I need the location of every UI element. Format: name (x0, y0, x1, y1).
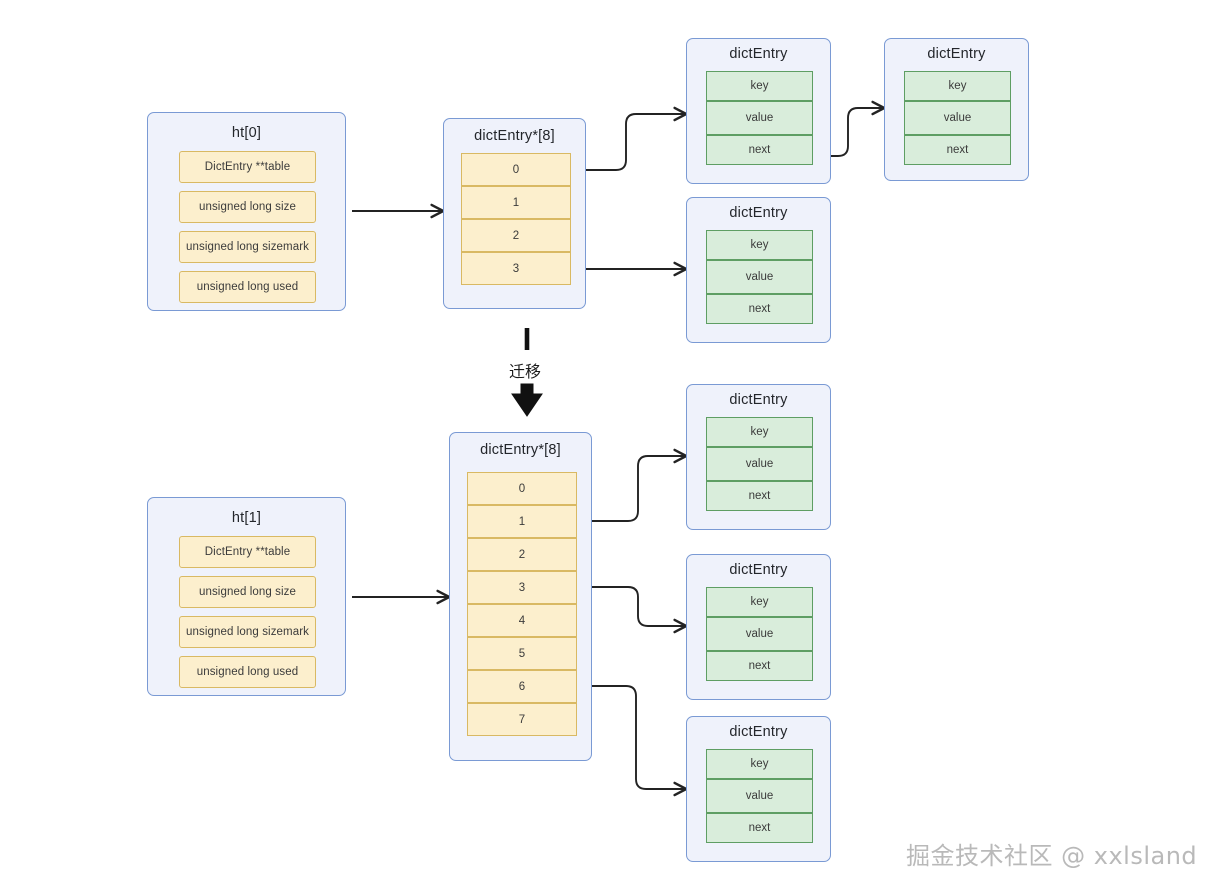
bucket-bottom-slot-7[interactable]: 7 (467, 703, 577, 736)
dict-entry-b3-key: key (706, 587, 813, 617)
hashtable-ht0-group: ht[0] DictEntry **table unsigned long si… (147, 112, 346, 311)
wire-bottom-slot1-to-entry-b1 (578, 448, 688, 522)
bucket-bottom-slot-2[interactable]: 2 (467, 538, 577, 571)
bucket-top-slot-2[interactable]: 2 (461, 219, 571, 252)
dict-entry-t3-key: key (706, 230, 813, 260)
dict-entry-b1-title: dictEntry (729, 392, 788, 408)
hashtable-ht1-title: ht[1] (231, 510, 262, 526)
bucket-array-top-group: dictEntry*[8] 0 1 2 3 (443, 118, 586, 309)
dict-entry-t0-a-group: dictEntry key value next (686, 38, 831, 184)
dict-entry-b6-key: key (706, 749, 813, 779)
dict-entry-t0-b-group: dictEntry key value next (884, 38, 1029, 181)
dict-entry-t0-b-key: key (904, 71, 1011, 101)
ht1-field-size: unsigned long size (179, 576, 316, 608)
wire-bottom-slot3-to-entry-b3 (578, 586, 688, 634)
bucket-array-bottom-group: dictEntry*[8] 0 1 2 3 4 5 6 7 (449, 432, 592, 761)
ht0-field-used: unsigned long used (179, 271, 316, 303)
dict-entry-t0-a-value: value (706, 101, 813, 135)
dict-entry-t3-group: dictEntry key value next (686, 197, 831, 343)
bucket-bottom-slot-3[interactable]: 3 (467, 571, 577, 604)
dict-entry-b1-group: dictEntry key value next (686, 384, 831, 530)
dict-entry-b6-title: dictEntry (729, 724, 788, 740)
bucket-array-bottom-title: dictEntry*[8] (480, 442, 561, 458)
dict-entry-t0-b-value: value (904, 101, 1011, 135)
bucket-bottom-slot-4[interactable]: 4 (467, 604, 577, 637)
ht0-field-sizemark: unsigned long sizemark (179, 231, 316, 263)
bucket-bottom-slot-5[interactable]: 5 (467, 637, 577, 670)
wire-bottom-slot6-to-entry-b6 (578, 685, 688, 797)
dict-entry-t3-next: next (706, 294, 813, 324)
ht1-field-table: DictEntry **table (179, 536, 316, 568)
watermark: 掘金技术社区 @ xxlsland (906, 842, 1198, 870)
bucket-array-top-title: dictEntry*[8] (474, 128, 555, 144)
dict-entry-b6-value: value (706, 779, 813, 813)
bucket-bottom-slot-0[interactable]: 0 (467, 472, 577, 505)
dict-entry-b3-title: dictEntry (729, 562, 788, 578)
dict-entry-b1-value: value (706, 447, 813, 481)
dict-entry-b3-group: dictEntry key value next (686, 554, 831, 700)
ht0-field-size: unsigned long size (179, 191, 316, 223)
ht1-field-used: unsigned long used (179, 656, 316, 688)
migration-label: 迁移 (509, 362, 542, 381)
dict-entry-b1-next: next (706, 481, 813, 511)
dict-entry-t0-a-key: key (706, 71, 813, 101)
bucket-bottom-slot-1[interactable]: 1 (467, 505, 577, 538)
dict-entry-b6-group: dictEntry key value next (686, 716, 831, 862)
dict-entry-b1-key: key (706, 417, 813, 447)
dict-entry-t0-a-next: next (706, 135, 813, 165)
dict-entry-t0-b-title: dictEntry (927, 46, 986, 62)
hashtable-ht0-title: ht[0] (231, 125, 262, 141)
bucket-top-slot-3[interactable]: 3 (461, 252, 571, 285)
hashtable-ht1-group: ht[1] DictEntry **table unsigned long si… (147, 497, 346, 696)
bucket-top-slot-1[interactable]: 1 (461, 186, 571, 219)
bucket-bottom-slot-6[interactable]: 6 (467, 670, 577, 703)
dict-entry-t3-value: value (706, 260, 813, 294)
bucket-top-slot-0[interactable]: 0 (461, 153, 571, 186)
dict-entry-t3-title: dictEntry (729, 205, 788, 221)
ht1-field-sizemark: unsigned long sizemark (179, 616, 316, 648)
dict-entry-b6-next: next (706, 813, 813, 843)
dict-entry-t0-b-next: next (904, 135, 1011, 165)
wire-top-slot0-to-entry-a (572, 106, 688, 171)
dict-entry-b3-next: next (706, 651, 813, 681)
dict-entry-b3-value: value (706, 617, 813, 651)
dict-entry-t0-a-title: dictEntry (729, 46, 788, 62)
ht0-field-table: DictEntry **table (179, 151, 316, 183)
